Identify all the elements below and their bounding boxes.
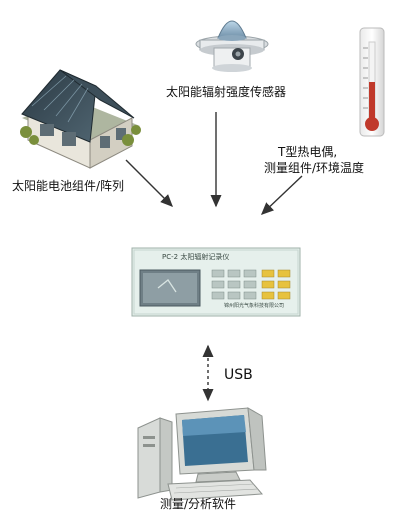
recorder-device — [131, 247, 301, 317]
signal-arrows — [125, 112, 303, 402]
usb-label: USB — [224, 367, 253, 383]
solar-house-icon — [20, 69, 141, 169]
solar-module-label: 太阳能电池组件/阵列 — [12, 179, 125, 193]
arrow-solar-module — [125, 159, 173, 207]
radiation-sensor-label: 太阳能辐射强度传感器 — [166, 85, 287, 99]
radiation-sensor-icon — [195, 20, 269, 72]
thermocouple-label-line1: T型热电偶, — [278, 145, 338, 159]
arrow-thermocouple — [260, 175, 303, 215]
computer-label: 测量/分析软件 — [160, 497, 237, 511]
computer-icon — [137, 407, 267, 501]
device-footer: 锦州阳光气象科技有限公司 — [224, 303, 285, 309]
thermometer-icon — [359, 27, 385, 137]
device-title: PC-2 太阳辐射记录仪 — [162, 253, 230, 261]
thermocouple-label-line2: 测量组件/环境温度 — [264, 161, 365, 175]
